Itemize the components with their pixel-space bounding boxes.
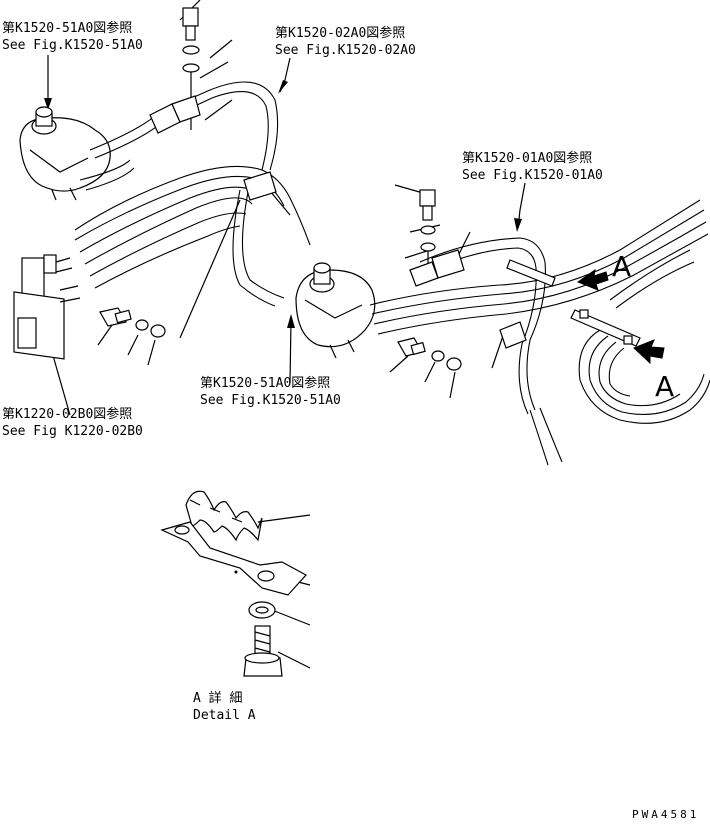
left-connector-block bbox=[13, 254, 81, 360]
detail-a-caption-jp: A 詳 細 bbox=[193, 690, 242, 706]
callout-k1220-02b0-jp: 第K1220-02B0図参照 bbox=[2, 406, 132, 422]
view-marker-a-upper: A bbox=[612, 250, 631, 283]
callout-k1520-51a0-mid-en: See Fig.K1520-51A0 bbox=[200, 393, 341, 408]
detail-a-caption-en: Detail A bbox=[193, 708, 256, 723]
callout-k1520-01a0-jp: 第K1520-01A0図参照 bbox=[462, 150, 592, 166]
detail-a-caption: A 詳 細 Detail A bbox=[193, 690, 256, 723]
callout-k1520-01a0-en: See Fig.K1520-01A0 bbox=[462, 168, 603, 183]
callout-k1520-51a0-top-jp: 第K1520-51A0図参照 bbox=[2, 20, 132, 36]
callout-k1520-02a0-jp: 第K1520-02A0図参照 bbox=[275, 25, 405, 41]
callout-k1520-01a0: 第K1520-01A0図参照 See Fig.K1520-01A0 bbox=[462, 150, 603, 183]
callout-k1520-51a0-mid: 第K1520-51A0図参照 See Fig.K1520-51A0 bbox=[200, 375, 341, 408]
callout-k1220-02b0: 第K1220-02B0図参照 See Fig K1220-02B0 bbox=[2, 406, 143, 439]
callout-k1520-51a0-top-en: See Fig.K1520-51A0 bbox=[2, 38, 143, 53]
left-bolt-stack bbox=[99, 307, 166, 338]
hose-bundle-upper bbox=[74, 81, 311, 307]
callout-k1520-51a0-mid-jp: 第K1520-51A0図参照 bbox=[200, 375, 330, 391]
upper-bolt-stack bbox=[182, 7, 200, 130]
drawing-id: PWA4581 bbox=[632, 808, 699, 821]
lower-middle-bolt-stack bbox=[397, 337, 462, 371]
callout-k1520-02a0: 第K1520-02A0図参照 See Fig.K1520-02A0 bbox=[275, 25, 416, 58]
view-marker-a-lower: A bbox=[655, 370, 674, 403]
callout-k1220-02b0-en: See Fig K1220-02B0 bbox=[2, 424, 143, 439]
callout-k1520-51a0-top: 第K1520-51A0図参照 See Fig.K1520-51A0 bbox=[2, 20, 143, 53]
callout-k1520-02a0-en: See Fig.K1520-02A0 bbox=[275, 43, 416, 58]
detail-a-clamp-assembly bbox=[160, 490, 307, 677]
middle-valve bbox=[295, 262, 376, 359]
upper-left-valve bbox=[19, 106, 111, 201]
middle-bolt-stack bbox=[419, 189, 436, 268]
hose-bundle-right bbox=[369, 199, 710, 466]
